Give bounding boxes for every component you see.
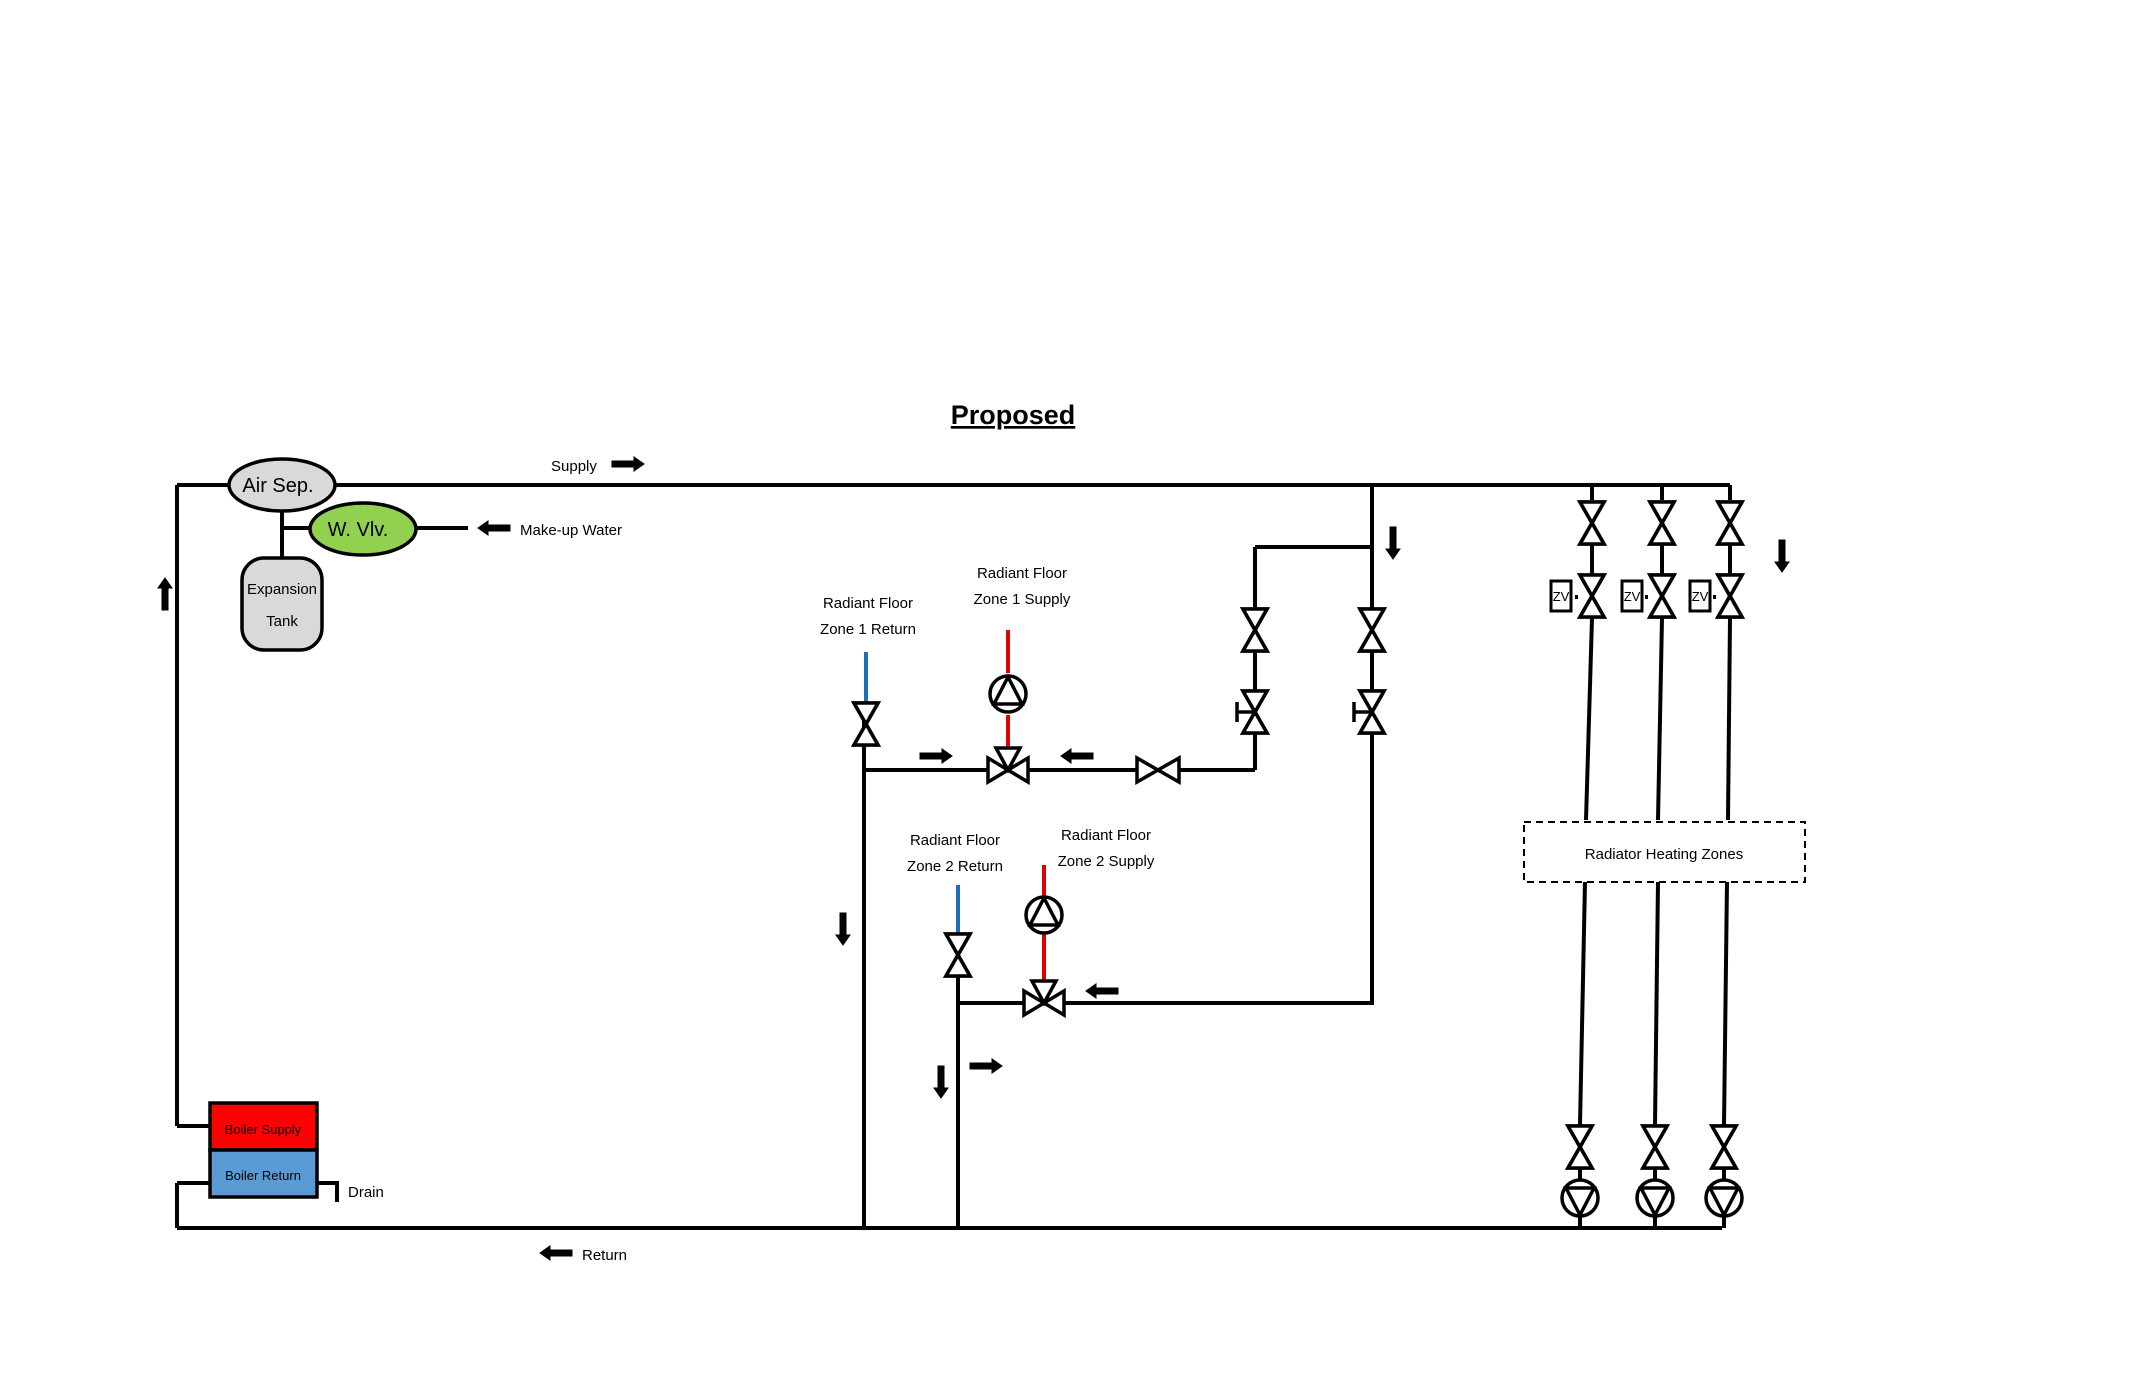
main-balancing-valve [1352, 689, 1388, 735]
radiator-return-valve-3 [1708, 1124, 1740, 1170]
drain-label: Drain [348, 1184, 384, 1201]
expansion-tank: Expansion Tank [240, 556, 324, 652]
zone2-down-flow-arrow [933, 1065, 949, 1099]
air-separator-label: Air Sep. [242, 475, 313, 497]
zone2-supply-label-1: Radiant Floor [1061, 827, 1151, 844]
water-valve: W. Vlv. [308, 501, 418, 557]
radiator-return-valve-2 [1639, 1124, 1671, 1170]
makeup-water-label: Make-up Water [520, 522, 622, 539]
zone-valves: ZV ZV ZV [1549, 579, 1712, 613]
radiator-isolation-valve-3 [1714, 500, 1746, 546]
return-flow-arrow [539, 1245, 573, 1261]
zone1-return-label-1: Radiant Floor [823, 595, 913, 612]
zone1-supply-flow-arrow [1060, 748, 1094, 764]
riser-flow-arrow [157, 577, 173, 611]
radiator-zones-label: Radiator Heating Zones [1585, 846, 1743, 863]
expansion-tank-label-2: Tank [266, 613, 298, 630]
main-drop-flow-arrow [1385, 526, 1401, 560]
zone2-return-label-1: Radiant Floor [910, 832, 1000, 849]
zone-valve-label-3: ZV [1692, 589, 1709, 604]
radiator-zone-piping [1575, 485, 1732, 1228]
flow-arrows [157, 456, 1790, 1261]
supply-label: Supply [551, 458, 597, 475]
makeup-flow-arrow [477, 520, 511, 536]
zone2-return-flow-arrow [969, 1058, 1003, 1074]
zone1-down-flow-arrow [835, 912, 851, 946]
zone1-pump [988, 673, 1028, 714]
radiator-zone-valve-1 [1576, 573, 1608, 619]
zone-valve-label-2: ZV [1624, 589, 1641, 604]
boiler: Boiler Supply Boiler Return [208, 1101, 319, 1199]
zone1-return-label-2: Zone 1 Return [820, 621, 916, 638]
return-label: Return [582, 1247, 627, 1264]
zone1-isolation-valve-upper [1239, 607, 1271, 653]
water-valve-label: W. Vlv. [328, 519, 389, 541]
zone2-return-valve [942, 932, 974, 978]
zone-valve-label-1: ZV [1553, 589, 1570, 604]
zone2-mixing-valve [1022, 979, 1066, 1019]
boiler-return-label: Boiler Return [225, 1168, 301, 1183]
radiator-zones-box: Radiator Heating Zones [1523, 821, 1806, 883]
radiator-zone-valve-2 [1646, 573, 1678, 619]
zone2-pump [1024, 894, 1064, 935]
radiator-isolation-valve-1 [1576, 500, 1608, 546]
expansion-tank-label-1: Expansion [247, 581, 317, 598]
zone1-supply-label-2: Zone 1 Supply [974, 591, 1071, 608]
zone1-return-flow-arrow [919, 748, 953, 764]
air-separator: Air Sep. [227, 457, 337, 513]
zone1-mixing-valve [986, 746, 1030, 786]
supply-flow-arrow [611, 456, 645, 472]
zone2-return-label-2: Zone 2 Return [907, 858, 1003, 875]
zone2-supply-label-2: Zone 2 Supply [1058, 853, 1155, 870]
pumps [988, 673, 1744, 1219]
diagram-title: Proposed [951, 400, 1076, 430]
zone1-balancing-valve [1235, 689, 1271, 735]
zone2-supply-flow-arrow [1085, 983, 1119, 999]
radiator-flow-arrow [1774, 539, 1790, 573]
radiator-isolation-valve-2 [1646, 500, 1678, 546]
radiator-zone-valve-3 [1714, 573, 1746, 619]
boiler-return-box [208, 1148, 319, 1199]
radiator-pump-3 [1704, 1178, 1744, 1219]
main-pipes [175, 483, 1730, 1230]
zone1-supply-label-1: Radiant Floor [977, 565, 1067, 582]
zone1-return-valve [850, 701, 882, 747]
radiator-return-valve-1 [1564, 1124, 1596, 1170]
main-isolation-valve-upper [1356, 607, 1388, 653]
zone1-bypass-valve [1135, 754, 1181, 786]
radiant-zone-piping [862, 485, 1374, 1228]
boiler-supply-label: Boiler Supply [225, 1122, 302, 1137]
valves [850, 500, 1746, 1170]
radiator-pump-2 [1635, 1178, 1675, 1219]
radiator-pump-1 [1560, 1178, 1600, 1219]
